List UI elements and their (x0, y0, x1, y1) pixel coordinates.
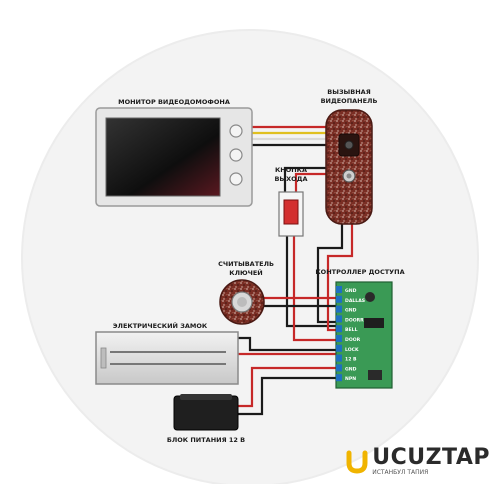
terminal-screw (336, 344, 342, 352)
power-supply-cap (180, 394, 232, 400)
brand-logo: UCUZTAP ИСТАНБУЛ ТАПИЯ (346, 447, 490, 476)
terminal-screw (336, 364, 342, 372)
controller-chip (364, 318, 384, 328)
terminal-label: LOCK (345, 347, 359, 353)
label-key-reader-line1: СЧИТЫВАТЕЛЬ (218, 260, 274, 268)
exit-button (278, 191, 304, 237)
label-exit-button-line2: ВЫХОДА (274, 175, 307, 183)
wire-panel-exit-red (294, 172, 332, 196)
power-supply-body (173, 395, 239, 431)
terminal-label: DOOR (345, 337, 361, 343)
monitor-screen (105, 117, 221, 197)
terminal-screw (336, 315, 342, 323)
label-monitor: МОНИТОР ВИДЕОДОМОФОНА (118, 98, 230, 106)
terminal-label: GND (345, 366, 357, 372)
terminal-screw (336, 374, 342, 382)
brand-logo-icon (346, 450, 368, 474)
terminal-label: 12 В (345, 357, 357, 363)
terminal-screw (336, 305, 342, 313)
label-controller: КОНТРОЛЛЕР ДОСТУПА (315, 268, 404, 276)
terminal-screw (336, 335, 342, 342)
brand-name: UCUZTAP (372, 445, 490, 470)
electric-lock (95, 331, 239, 385)
wire-exit-ctrl-red (292, 234, 342, 342)
brand-text: UCUZTAP ИСТАНБУЛ ТАПИЯ (372, 445, 490, 477)
camera-lens-icon (344, 140, 354, 150)
call-button-center (346, 173, 352, 179)
brand-tagline: ИСТАНБУЛ ТАПИЯ (372, 469, 429, 476)
wire-panel-ctrl-red (326, 220, 354, 332)
terminal-screw (336, 286, 342, 293)
key-reader-contact-inner (237, 297, 247, 307)
wire-power-ctrl-black (236, 376, 342, 416)
wire-exit-ctrl-black (285, 234, 342, 328)
terminal-label: DALLAS (345, 298, 365, 304)
terminal-label: GND (345, 288, 357, 294)
terminal-label: GND (345, 308, 357, 314)
access-controller: GND DALLAS GND DOORR BELL DOOR LOCK 12 В GND NPN (335, 281, 393, 389)
terminal-label: DOORR (345, 317, 364, 323)
monitor-button-bottom (229, 172, 243, 186)
key-reader (219, 279, 265, 325)
terminal-label: NPN (345, 376, 356, 382)
monitor-button-top (229, 124, 243, 138)
wire-power-ctrl-red (236, 366, 342, 408)
terminal-screw (336, 325, 342, 333)
label-key-reader-line2: КЛЮЧЕЙ (229, 268, 262, 277)
call-panel-body (325, 109, 373, 225)
label-power-supply: БЛОК ПИТАНИЯ 12 В (167, 436, 245, 444)
wire-panel-ctrl-black (316, 220, 344, 324)
label-exit-button-line1: КНОПКА (275, 166, 307, 174)
wire-lock-ctrl-black (236, 336, 342, 352)
monitor-button-middle (229, 148, 243, 162)
controller-terminals: GND DALLAS GND DOORR BELL DOOR LOCK 12 В GND NPN (336, 286, 365, 382)
label-call-panel-line2: ВИДЕОПАНЕЛЬ (321, 97, 378, 105)
controller-relay (368, 370, 382, 380)
label-call-panel-line1: ВЫЗЫВНАЯ (327, 88, 370, 96)
terminal-screw (336, 354, 342, 362)
call-panel (325, 109, 373, 225)
terminal-label: BELL (345, 327, 358, 333)
background-circle (21, 29, 479, 484)
intercom-monitor (95, 107, 253, 207)
label-lock: ЭЛЕКТРИЧЕСКИЙ ЗАМОК (113, 321, 208, 330)
controller-board (335, 281, 393, 389)
controller-buzzer (365, 292, 375, 302)
wire-panel-exit-black (283, 166, 332, 196)
lock-body (95, 331, 239, 385)
terminal-screw (336, 295, 342, 303)
lock-bracket-left (100, 347, 107, 369)
exit-button-key (283, 199, 299, 225)
power-supply (173, 394, 239, 431)
